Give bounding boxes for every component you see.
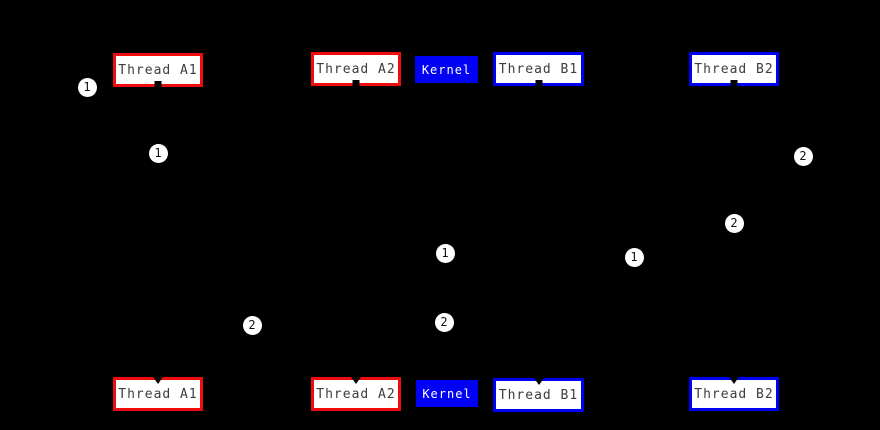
- thread-box-bottom: Thread A2: [311, 377, 401, 411]
- thread-box-top: Thread A2: [311, 52, 401, 86]
- thread-box-top: Thread B2: [689, 52, 779, 86]
- kernel-box-bottom: Kernel: [416, 380, 478, 407]
- step-badge: 1: [435, 243, 455, 263]
- edge-arrow-notch: [730, 80, 738, 86]
- step-badge: 2: [434, 312, 454, 332]
- node-label: Thread A2: [316, 386, 396, 402]
- node-label: Thread B1: [498, 61, 579, 77]
- step-badge: 1: [148, 143, 168, 163]
- step-badge: 2: [242, 315, 262, 335]
- step-badge: 1: [624, 247, 644, 267]
- edge-arrow-notch: [153, 377, 163, 384]
- node-label: Kernel: [421, 62, 472, 77]
- node-label: Thread A1: [118, 386, 198, 402]
- node-label: Thread B2: [694, 386, 774, 402]
- thread-box-top: Thread B1: [493, 52, 584, 86]
- edge-arrow-notch: [729, 377, 739, 384]
- edge-arrow-notch: [154, 81, 162, 87]
- edge-arrow-notch: [535, 80, 542, 86]
- thread-box-bottom: Thread B1: [493, 378, 584, 412]
- step-badge: 1: [77, 77, 97, 97]
- step-badge: 2: [793, 146, 813, 166]
- kernel-box-top: Kernel: [415, 56, 478, 83]
- edge-arrow-notch: [351, 377, 361, 384]
- edge-arrow-notch: [352, 80, 360, 86]
- edge-arrow-notch: [533, 378, 544, 385]
- thread-box-bottom: Thread B2: [689, 377, 779, 411]
- node-label: Kernel: [422, 386, 472, 401]
- thread-box-top: Thread A1: [113, 53, 203, 87]
- node-label: Thread B2: [694, 61, 774, 77]
- node-label: Thread A2: [316, 61, 396, 77]
- thread-box-bottom: Thread A1: [113, 377, 203, 411]
- step-badge: 2: [724, 213, 744, 233]
- node-label: Thread A1: [118, 62, 198, 78]
- node-label: Thread B1: [498, 387, 579, 403]
